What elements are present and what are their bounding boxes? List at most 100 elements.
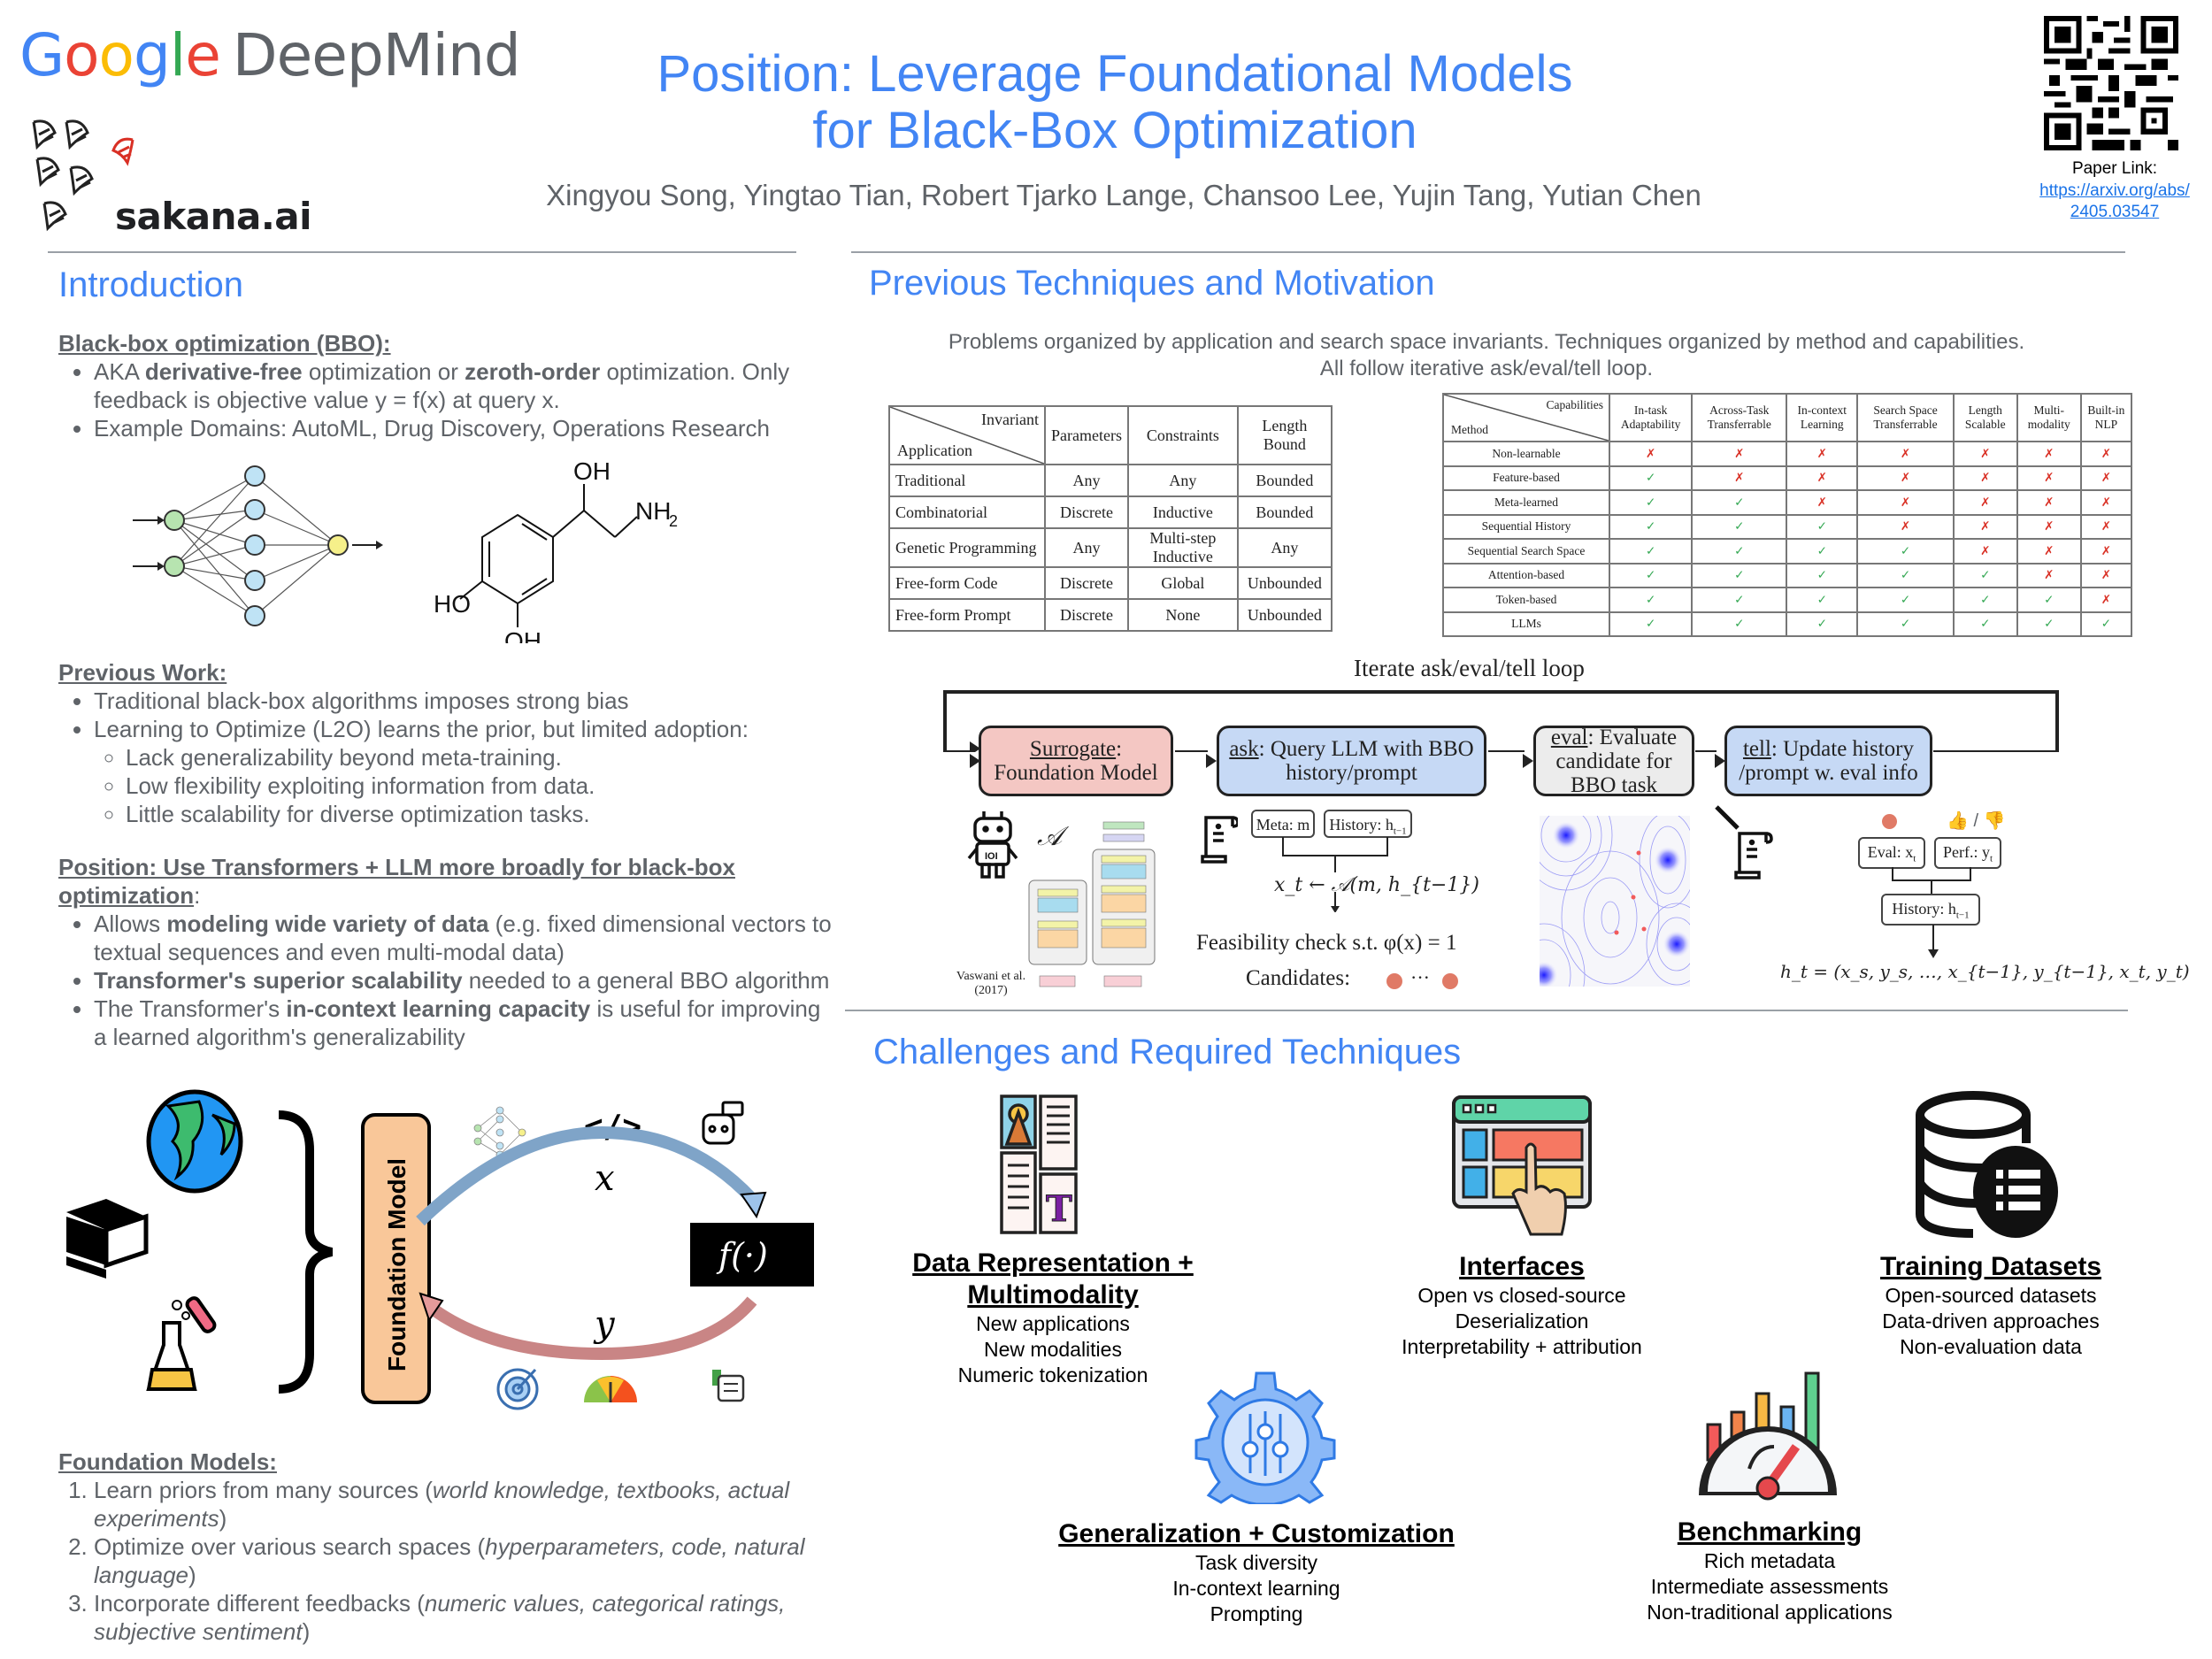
- flask-icon: [146, 1296, 217, 1391]
- invariants-table: Invariant Application Parameters Constra…: [888, 405, 1333, 632]
- challenge-title: Interfaces: [1459, 1252, 1585, 1281]
- row-header: Combinatorial: [888, 495, 1046, 529]
- corner-top-label: Capabilities: [1546, 398, 1604, 411]
- foundation-model-label: Foundation Model: [383, 1158, 411, 1371]
- position-item: Transformer's superior scalability neede…: [94, 966, 837, 995]
- history-box: History: ht−1: [1324, 810, 1412, 838]
- objective-function-box: [690, 1223, 814, 1286]
- text: AKA: [94, 358, 145, 385]
- eval-candidate-dot: [1882, 814, 1897, 829]
- challenge-title: Generalization + Customization: [1058, 1519, 1455, 1548]
- row-header: Sequential History: [1442, 513, 1610, 540]
- paper-link-label: Paper Link:: [2071, 159, 2158, 178]
- cross-icon: ✗: [1856, 489, 1955, 516]
- italic-text: world knowledge, textbooks, actual exper…: [94, 1477, 790, 1532]
- neural-network-diagram: [133, 465, 383, 626]
- paper-link-line-2[interactable]: 2405.03547: [2070, 203, 2160, 221]
- table-row: LLMs✓✓✓✓✓✓✓: [1442, 611, 2133, 637]
- check-icon: ✓: [1786, 538, 1859, 565]
- paper-link[interactable]: https://arxiv.org/abs/ 2405.03547: [2017, 180, 2212, 223]
- italic-text: hyperparameters, code, natural language: [94, 1533, 805, 1588]
- logo-letter: G: [19, 21, 65, 89]
- table-cell: Bounded: [1236, 464, 1333, 497]
- challenge-data-representation: Data Representation + Multimodality New …: [876, 1248, 1230, 1388]
- tell-key: tell: [1742, 737, 1771, 761]
- table-cell: Any: [1044, 464, 1129, 497]
- foundation-model-diagram: Foundation Model </> x f(·) y: [66, 1089, 814, 1410]
- check-icon: ✓: [2016, 587, 2082, 613]
- history-label: History: h: [1329, 816, 1394, 833]
- check-icon: ✓: [1786, 562, 1859, 588]
- surrogate-box: Surrogate: Foundation Model: [979, 726, 1173, 796]
- challenge-generalization: Generalization + Customization Task dive…: [1026, 1518, 1486, 1627]
- position-heading: Position: Use Transformers + LLM more br…: [58, 854, 735, 909]
- text: Optimize over various search spaces (: [94, 1533, 486, 1560]
- cross-icon: ✗: [2016, 465, 2082, 491]
- table-cell: Bounded: [1236, 495, 1333, 529]
- cross-icon: ✗: [1952, 489, 2018, 516]
- paper-link-line-1[interactable]: https://arxiv.org/abs/: [2039, 181, 2190, 200]
- check-icon: ✓: [1608, 465, 1694, 491]
- check-icon: ✓: [1608, 611, 1694, 637]
- cross-icon: ✗: [1786, 489, 1859, 516]
- challenge-title: Training Datasets: [1879, 1252, 2102, 1281]
- text: optimization. Only feedback is objective…: [94, 358, 790, 413]
- column-header: Across-Task Transferrable: [1691, 393, 1788, 442]
- text: ): [302, 1618, 311, 1645]
- history-update-formula: h_t = (x_s, y_s, …, x_{t−1}, y_{t−1}, x_…: [1780, 961, 2190, 982]
- challenge-detail: Open-sourced datasets: [1885, 1284, 2097, 1307]
- table-row: Sequential History✓✓✓✗✗✗✗: [1442, 513, 2133, 540]
- challenge-detail: Non-evaluation data: [1900, 1335, 2082, 1358]
- eval-text: : Evaluate candidate for BBO task: [1555, 725, 1678, 797]
- cross-icon: ✗: [2016, 538, 2082, 565]
- text: Learning to Optimize (L2O) learns the pr…: [94, 716, 749, 742]
- surrogate-text: : Foundation Model: [994, 737, 1158, 785]
- check-icon: ✓: [1952, 562, 2018, 588]
- table-cell: Multi-step Inductive: [1126, 527, 1239, 568]
- bold-text: in-context learning capacity: [286, 995, 591, 1022]
- prev-tech-subtitle: Problems organized by application and se…: [849, 329, 2124, 382]
- bold-text: zeroth-order: [465, 358, 601, 385]
- check-icon: ✓: [1786, 611, 1859, 637]
- cross-icon: ✗: [1952, 441, 2018, 467]
- logo-letter: g: [133, 21, 171, 89]
- ask-text: : Query LLM with BBO history/prompt: [1258, 737, 1474, 785]
- table-cell: Discrete: [1044, 495, 1129, 529]
- algorithm-symbol: 𝒜: [1037, 821, 1063, 852]
- table-cell: Any: [1126, 464, 1239, 497]
- foundation-models-item: Optimize over various search spaces (hyp…: [94, 1532, 837, 1589]
- row-header: Attention-based: [1442, 562, 1610, 588]
- row-header: Token-based: [1442, 587, 1610, 613]
- cross-icon: ✗: [1691, 465, 1788, 491]
- svg-text:IOI: IOI: [985, 851, 998, 862]
- check-icon: ✓: [2079, 611, 2133, 637]
- column-header: Search Space Transferrable: [1856, 393, 1955, 442]
- cross-icon: ✗: [2016, 562, 2082, 588]
- candidates-label: Candidates:: [1246, 966, 1351, 990]
- cross-icon: ✗: [1856, 465, 1955, 491]
- cross-icon: ✗: [2079, 465, 2133, 491]
- table-cell: Unbounded: [1236, 598, 1333, 632]
- sakana-fish-logo-icon: [32, 119, 134, 232]
- citation: Vaswani et al. (2017): [956, 970, 1026, 997]
- loop-label: Iterate ask/eval/tell loop: [1354, 655, 1585, 681]
- foundation-models-block: Foundation Models: Learn priors from man…: [58, 1448, 837, 1646]
- logo-letter: l: [169, 21, 186, 89]
- table-row: Sequential Search Space✓✓✓✓✗✗✗: [1442, 538, 2133, 565]
- table-row: Meta-learned✓✓✗✗✗✗✗: [1442, 489, 2133, 516]
- robot-icon: IOI: [967, 811, 1018, 879]
- cross-icon: ✗: [1952, 538, 2018, 565]
- surrogate-key: Surrogate: [1029, 737, 1117, 761]
- section-title-introduction: Introduction: [58, 265, 244, 304]
- x-arrow: [416, 1125, 757, 1226]
- prompt-scroll-icon: [1201, 816, 1238, 864]
- bbo-block: Black-box optimization (BBO): AKA deriva…: [58, 329, 837, 442]
- pen-scroll-icon: [1715, 805, 1773, 879]
- previous-work-item: Traditional black-box algorithms imposes…: [94, 687, 837, 715]
- section-title-challenges: Challenges and Required Techniques: [873, 1033, 1462, 1071]
- qr-code-icon[interactable]: [2044, 16, 2178, 150]
- text: Incorporate different feedbacks (: [94, 1590, 425, 1617]
- challenge-title: Multimodality: [967, 1280, 1139, 1310]
- feasibility-check: Feasibility check s.t. φ(x) = 1: [1196, 931, 1457, 955]
